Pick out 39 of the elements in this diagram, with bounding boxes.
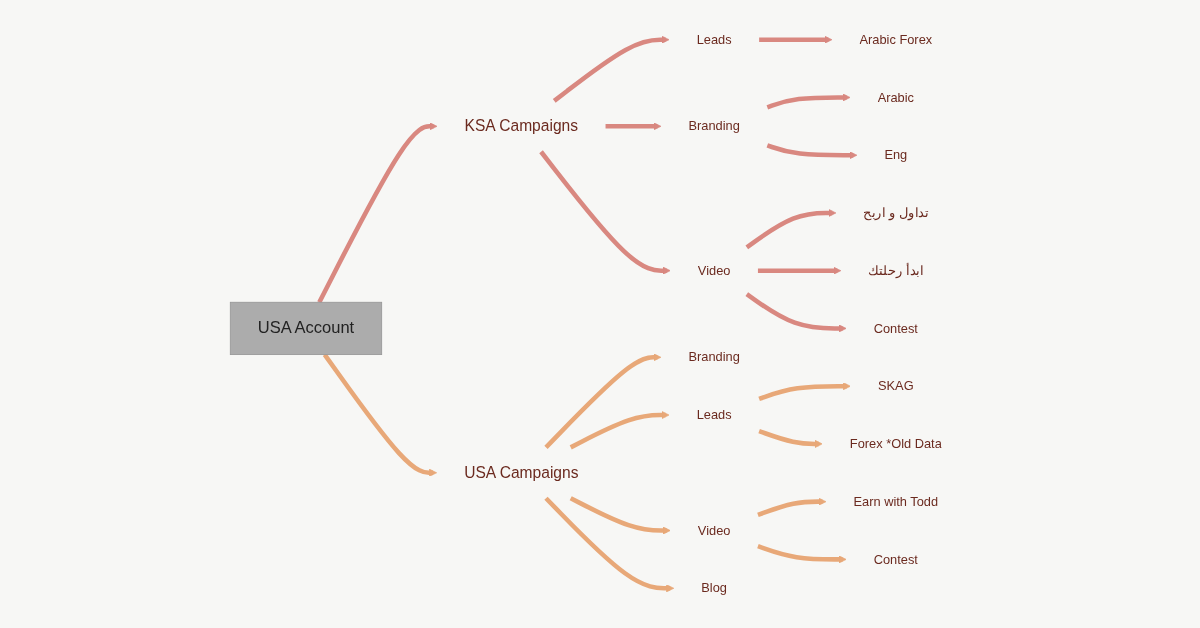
node-text: Branding xyxy=(688,349,740,365)
arrow xyxy=(544,496,675,593)
arrow xyxy=(539,150,671,275)
arrow xyxy=(569,411,670,450)
arrow xyxy=(757,497,827,517)
node-text: Contest xyxy=(873,551,919,567)
arrow xyxy=(759,35,833,44)
arrow xyxy=(758,382,852,402)
node-text: ابدأ رحلتك xyxy=(868,262,924,278)
node-text: Branding xyxy=(688,118,740,134)
node-text: Leads xyxy=(696,31,732,47)
arrow xyxy=(569,496,671,535)
node-text: Contest xyxy=(873,320,919,336)
arrow xyxy=(544,353,662,449)
node-text: تداول و اربح xyxy=(863,205,929,220)
arrow xyxy=(758,429,823,448)
arrow xyxy=(605,122,662,131)
node-text: KSA Campaigns xyxy=(464,117,579,135)
node-text: Forex *Old Data xyxy=(849,436,942,451)
node-text: Video xyxy=(698,262,731,278)
node-text: Earn with Todd xyxy=(853,493,939,509)
arrow xyxy=(553,35,670,103)
node-text: Eng xyxy=(884,147,908,163)
arrow xyxy=(322,353,438,477)
arrow xyxy=(758,266,842,275)
node-box: USA Account xyxy=(230,301,383,355)
node-text: Leads xyxy=(696,407,732,422)
node-text: SKAG xyxy=(878,378,914,394)
arrow xyxy=(745,208,837,250)
node-text: Video xyxy=(698,522,731,538)
arrow xyxy=(766,93,851,110)
node-text: Arabic xyxy=(877,89,915,105)
arrow xyxy=(317,122,438,304)
arrow xyxy=(757,544,847,564)
arrow xyxy=(745,292,847,333)
node-text: Blog xyxy=(701,580,728,596)
node-text: Arabic Forex xyxy=(859,31,933,47)
arrow xyxy=(766,143,858,160)
node-text: USA Campaigns xyxy=(464,463,579,482)
